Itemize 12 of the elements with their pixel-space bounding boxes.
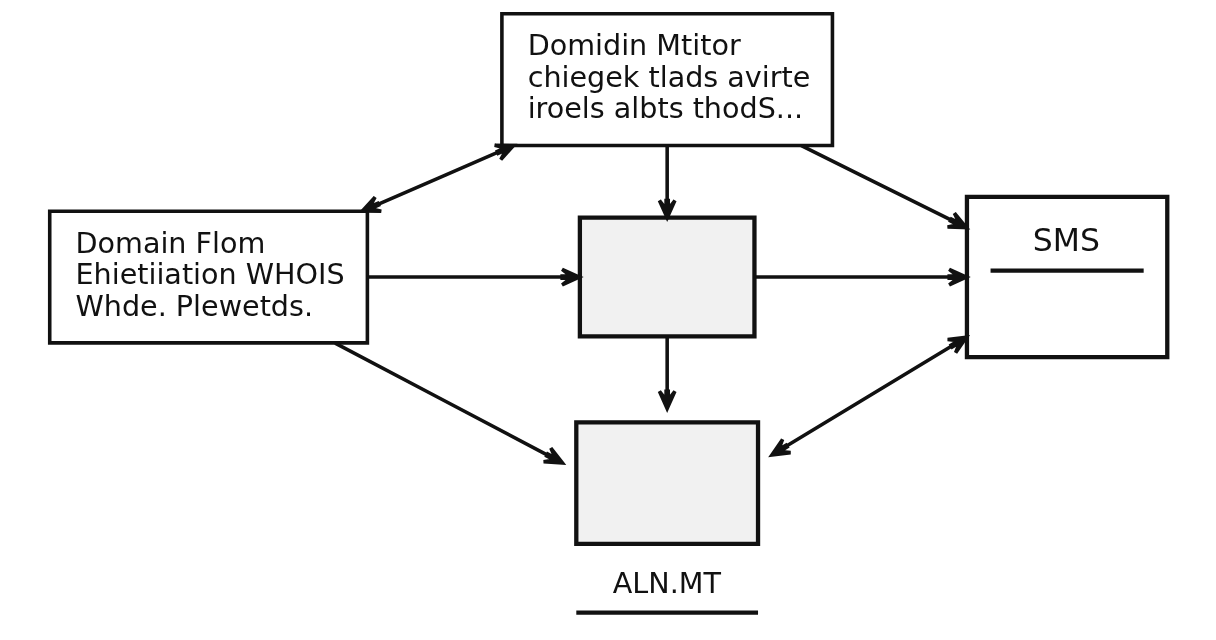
node-box: Domain Flom Ehietiiation WHOIS Whde. Plewetds. (47, 209, 369, 345)
node-box: SMS (964, 194, 1169, 360)
arrow (769, 335, 968, 457)
arrow (333, 341, 564, 465)
arrow (360, 143, 515, 214)
arrow (800, 144, 968, 230)
node-box: Domidin Mtitor chiegek tlads avirte iroels albts thodS... (499, 12, 834, 148)
arrow (657, 336, 677, 411)
arrow (657, 145, 677, 220)
arrow (366, 267, 581, 287)
node-box (577, 215, 757, 339)
arrow (754, 267, 968, 287)
